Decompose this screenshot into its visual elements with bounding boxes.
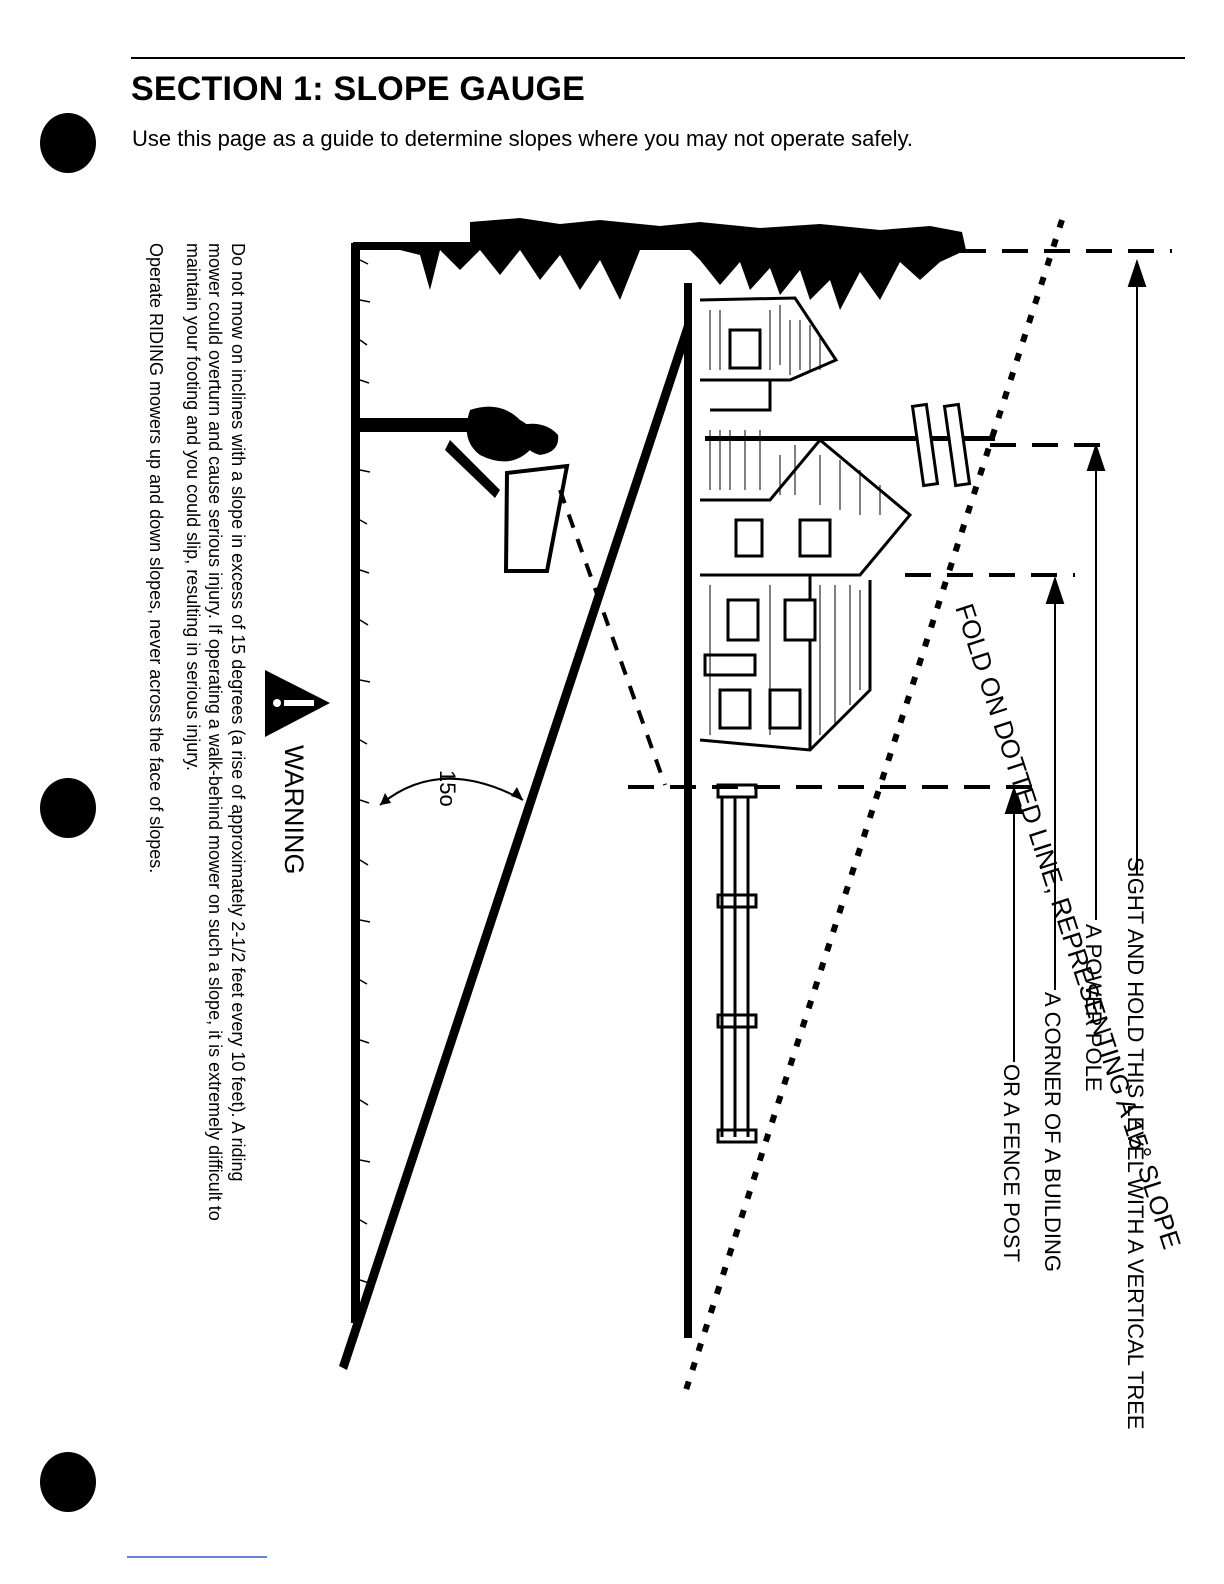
angle-label: 15o <box>435 770 460 807</box>
fold-dotted-line <box>683 219 1065 1391</box>
scene-base-line <box>684 283 692 1338</box>
angle-arrow-left <box>380 793 391 805</box>
angle-arc <box>379 777 524 806</box>
tree-canopy <box>353 218 966 310</box>
ground-grass <box>359 259 371 1284</box>
house-drawing <box>699 296 913 752</box>
warning-icon <box>265 670 330 737</box>
top-rule <box>131 57 1185 59</box>
warning-text-line-1: Do not mow on inclines with a slope in e… <box>228 243 248 1182</box>
level-card <box>503 463 570 573</box>
tree-trunk <box>356 418 476 432</box>
sight-instruction-2: A POWER POLE <box>1081 924 1106 1092</box>
sight-instruction-4: OR A FENCE POST <box>999 1064 1024 1263</box>
page-title: SECTION 1: SLOPE GAUGE <box>131 70 586 108</box>
warning-text-paragraph-2: Operate RIDING mowers up and down slopes… <box>146 243 166 874</box>
binder-hole-middle <box>40 778 96 838</box>
page-subtitle: Use this page as a guide to determine sl… <box>132 126 914 151</box>
sight-instruction-3: A CORNER OF A BUILDING <box>1040 992 1065 1272</box>
footer-rule <box>127 1556 267 1558</box>
power-pole <box>910 402 972 488</box>
house-windows <box>703 328 832 730</box>
sight-arrows <box>1004 258 1147 1062</box>
house-siding <box>709 305 881 735</box>
warning-label: WARNING <box>279 745 309 875</box>
warning-text-line-2: mower could overturn and cause serious i… <box>205 243 225 1221</box>
binder-hole-bottom <box>40 1452 96 1512</box>
sight-dashes-diagonal <box>558 489 667 786</box>
binder-hole-top <box>40 113 96 173</box>
power-line <box>705 436 995 441</box>
sight-instruction-1: SIGHT AND HOLD THIS LEVEL WITH A VERTICA… <box>1123 857 1148 1430</box>
warning-text-line-3: maintain your footing and you could slip… <box>183 243 203 771</box>
slope-line <box>339 325 692 1370</box>
tree-foliage <box>445 406 559 498</box>
fence <box>716 783 758 1144</box>
ground-line <box>351 243 360 1323</box>
angle-arrow-right <box>511 787 523 800</box>
sight-dashes <box>628 249 1172 789</box>
